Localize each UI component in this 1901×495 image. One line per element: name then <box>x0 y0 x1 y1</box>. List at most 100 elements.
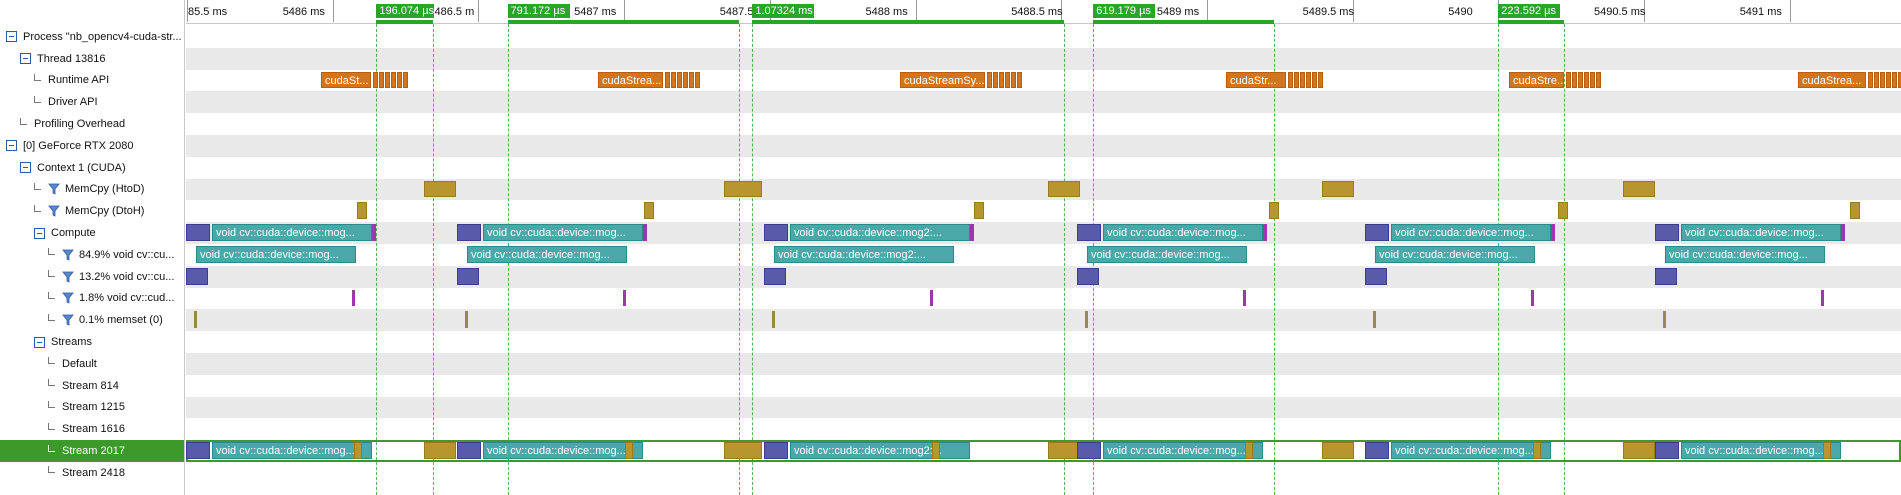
kernel-13pct[interactable] <box>764 267 786 285</box>
tree-row-1-8-void-cv-cud[interactable]: 1.8% void cv::cud... <box>0 288 184 310</box>
kernel-tiny[interactable] <box>372 224 376 241</box>
runtime-api-call[interactable] <box>993 71 998 89</box>
runtime-api-call[interactable] <box>385 71 390 89</box>
runtime-api-call[interactable] <box>1880 71 1885 89</box>
runtime-api-call[interactable] <box>1017 71 1022 89</box>
kernel-short[interactable] <box>1655 224 1679 241</box>
memcpy-dtoh[interactable] <box>357 202 367 220</box>
runtime-api-call[interactable] <box>1892 71 1897 89</box>
runtime-api-call[interactable] <box>683 71 688 89</box>
memcpy-dtoh[interactable] <box>1558 202 1568 220</box>
runtime-api-call[interactable] <box>1300 71 1305 89</box>
stream-kernel[interactable]: void cv::cuda::device::mog2:... <box>790 442 970 459</box>
tree-row-memcpy-dtoh[interactable]: MemCpy (DtoH) <box>0 200 184 222</box>
memcpy-htod[interactable] <box>1322 180 1354 198</box>
tree-row-driver-api[interactable]: Driver API <box>0 91 184 113</box>
stream-kernel[interactable]: void cv::cuda::device::mog... <box>1681 442 1841 459</box>
tree-row-0-geforce-rtx-2080[interactable]: [0] GeForce RTX 2080 <box>0 135 184 157</box>
kernel-compute[interactable]: void cv::cuda::device::mog... <box>483 224 643 241</box>
filter-icon[interactable] <box>62 249 74 261</box>
runtime-api-call[interactable] <box>1584 71 1589 89</box>
tree-row-stream-2418[interactable]: Stream 2418 <box>0 462 184 484</box>
runtime-api-call[interactable] <box>665 71 670 89</box>
kernel-84pct[interactable]: void cv::cuda::device::mog... <box>1087 246 1247 263</box>
stream-kernel[interactable]: void cv::cuda::device::mog... <box>212 442 372 459</box>
tree-row-thread-13816[interactable]: Thread 13816 <box>0 48 184 70</box>
kernel-compute[interactable]: void cv::cuda::device::mog... <box>1103 224 1263 241</box>
stream-memcpy[interactable] <box>724 442 762 459</box>
tree-row-memcpy-htod[interactable]: MemCpy (HtoD) <box>0 179 184 201</box>
selection-duration-label[interactable]: 223.592 µs <box>1498 4 1561 18</box>
selection-duration-label[interactable]: 619.179 µs <box>1093 4 1156 18</box>
stream-kernel[interactable]: void cv::cuda::device::mog... <box>1103 442 1263 459</box>
kernel-compute[interactable]: void cv::cuda::device::mog2:... <box>790 224 970 241</box>
kernel-tiny[interactable] <box>1551 224 1555 241</box>
stream-kernel-short[interactable] <box>186 442 210 459</box>
stream-memcpy[interactable] <box>1322 442 1354 459</box>
tree-row-0-1-memset-0[interactable]: 0.1% memset (0) <box>0 309 184 331</box>
stream-kernel-short[interactable] <box>457 442 481 459</box>
filter-icon[interactable] <box>62 271 74 283</box>
collapse-toggle-icon[interactable] <box>6 140 17 152</box>
runtime-api-call[interactable] <box>397 71 402 89</box>
kernel-13pct[interactable] <box>1365 267 1387 285</box>
memset-op[interactable] <box>1663 311 1666 329</box>
memcpy-htod[interactable] <box>1623 180 1655 198</box>
stream-memcpy[interactable] <box>1623 442 1655 459</box>
kernel-short[interactable] <box>1077 224 1101 241</box>
runtime-api-call[interactable]: cudaStr... <box>1226 71 1286 89</box>
kernel-1pct[interactable] <box>930 289 933 307</box>
kernel-compute[interactable]: void cv::cuda::device::mog... <box>1681 224 1841 241</box>
collapse-toggle-icon[interactable] <box>20 162 31 174</box>
selection-range-bar[interactable] <box>752 20 1065 24</box>
stream-memcpy[interactable] <box>625 442 633 459</box>
collapse-toggle-icon[interactable] <box>6 31 17 43</box>
stream-kernel[interactable]: void cv::cuda::device::mog... <box>1391 442 1551 459</box>
runtime-api-call[interactable] <box>1578 71 1583 89</box>
memset-op[interactable] <box>1085 311 1088 329</box>
filter-icon[interactable] <box>62 314 74 326</box>
runtime-api-call[interactable] <box>373 71 378 89</box>
selection-range-bar[interactable] <box>1498 20 1564 24</box>
tree-row-runtime-api[interactable]: Runtime API <box>0 70 184 92</box>
kernel-short[interactable] <box>764 224 788 241</box>
runtime-api-call[interactable] <box>1886 71 1891 89</box>
runtime-api-call[interactable] <box>987 71 992 89</box>
selection-range-bar[interactable] <box>507 20 740 24</box>
filter-icon[interactable] <box>62 292 74 305</box>
stream-memcpy[interactable] <box>354 442 362 459</box>
memcpy-htod[interactable] <box>724 180 762 198</box>
tree-row-stream-1215[interactable]: Stream 1215 <box>0 397 184 419</box>
kernel-84pct[interactable]: void cv::cuda::device::mog... <box>1375 246 1535 263</box>
kernel-compute[interactable]: void cv::cuda::device::mog... <box>1391 224 1551 241</box>
tree-row-profiling-overhead[interactable]: Profiling Overhead <box>0 113 184 135</box>
stream-memcpy[interactable] <box>1245 442 1253 459</box>
runtime-api-call[interactable] <box>689 71 694 89</box>
kernel-13pct[interactable] <box>1655 267 1677 285</box>
runtime-api-call[interactable] <box>403 71 408 89</box>
stream-kernel-short[interactable] <box>764 442 788 459</box>
tree-row-stream-1616[interactable]: Stream 1616 <box>0 418 184 440</box>
kernel-tiny[interactable] <box>643 224 647 241</box>
stream-kernel-short[interactable] <box>1655 442 1679 459</box>
runtime-api-call[interactable] <box>1011 71 1016 89</box>
tree-row-stream-2017[interactable]: Stream 2017 <box>0 440 184 462</box>
kernel-tiny[interactable] <box>970 224 974 241</box>
filter-icon[interactable] <box>48 205 60 217</box>
runtime-api-call[interactable] <box>379 71 384 89</box>
selection-duration-label[interactable]: 1.07324 ms <box>752 4 815 18</box>
memcpy-dtoh[interactable] <box>974 202 984 220</box>
stream-kernel-short[interactable] <box>1077 442 1101 459</box>
memset-op[interactable] <box>194 311 197 329</box>
runtime-api-call[interactable] <box>671 71 676 89</box>
tree-row-13-2-void-cv-cu[interactable]: 13.2% void cv::cu... <box>0 266 184 288</box>
memset-op[interactable] <box>1373 311 1376 329</box>
stream-memcpy[interactable] <box>424 442 456 459</box>
stream-memcpy[interactable] <box>1533 442 1541 459</box>
kernel-13pct[interactable] <box>1077 267 1099 285</box>
selection-range-bar[interactable] <box>376 20 434 24</box>
kernel-1pct[interactable] <box>352 289 355 307</box>
kernel-1pct[interactable] <box>1821 289 1824 307</box>
